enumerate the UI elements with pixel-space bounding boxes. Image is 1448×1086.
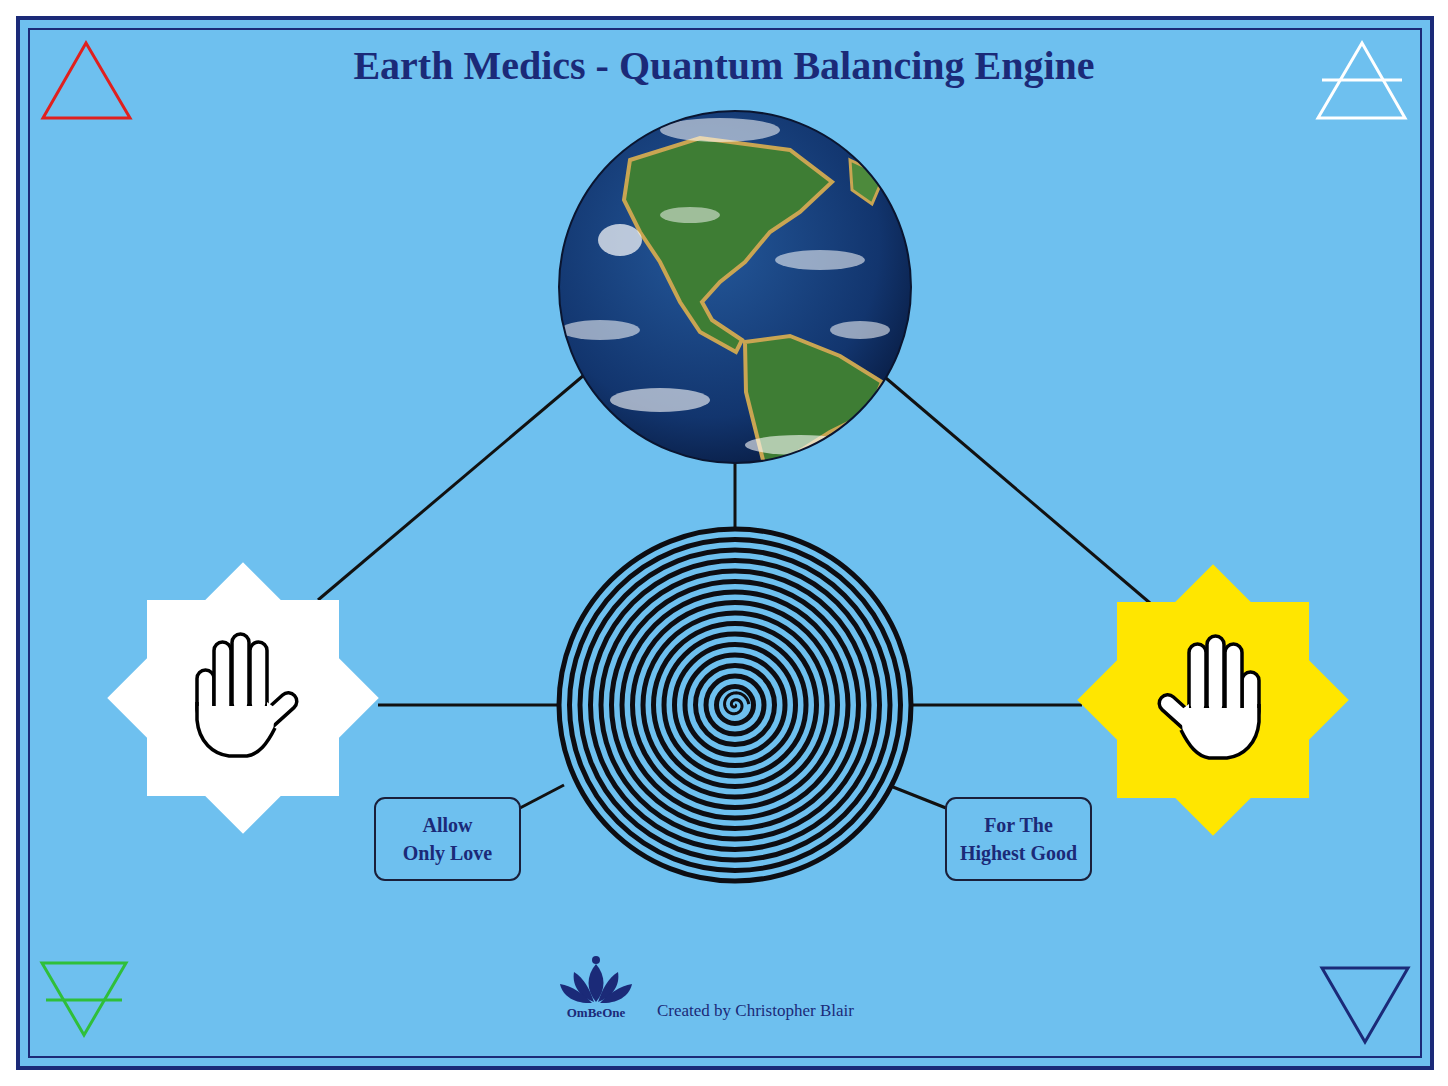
air-symbol xyxy=(1318,43,1405,118)
spiral-ring xyxy=(559,529,911,881)
credit-note: Created by Christopher Blair xyxy=(657,1001,854,1021)
cloud xyxy=(745,435,855,455)
diagram-title: Earth Medics - Quantum Balancing Engine xyxy=(0,42,1448,89)
lotus-petal xyxy=(600,984,632,1003)
south-america xyxy=(745,336,882,472)
spiral-ring xyxy=(654,624,817,787)
spiral-ring xyxy=(580,550,890,860)
spiral-ring xyxy=(643,613,827,797)
leader-line xyxy=(520,785,564,808)
spiral xyxy=(559,529,911,881)
hand-finger xyxy=(1207,636,1224,714)
hand-outline xyxy=(1181,704,1259,758)
hand-finger xyxy=(232,634,249,712)
box-text: Allow Only Love xyxy=(402,811,494,867)
spiral-ring xyxy=(570,540,901,871)
spiral-center xyxy=(725,693,749,714)
hand-palm xyxy=(197,700,275,756)
cloud xyxy=(660,118,780,142)
link-line xyxy=(880,373,1150,603)
spiral-ring xyxy=(612,582,859,829)
cloud xyxy=(598,224,642,256)
spiral-ring xyxy=(717,687,754,724)
cloud xyxy=(830,321,890,339)
hand-symbol xyxy=(1156,636,1259,758)
spiral-ring xyxy=(696,666,775,745)
hand-symbol xyxy=(197,634,300,756)
earth-globe xyxy=(559,111,911,472)
fire-symbol xyxy=(43,43,130,118)
spiral-ring xyxy=(664,634,806,776)
north-america xyxy=(624,138,832,352)
spiral-ring xyxy=(601,571,869,839)
logo-name: OmBeOne xyxy=(560,1005,632,1021)
spiral-ring xyxy=(591,561,880,850)
air-symbol-bar xyxy=(1322,79,1402,82)
spiral-ring xyxy=(685,655,785,755)
inner-frame xyxy=(29,29,1421,1057)
text-box: For The Highest Good xyxy=(945,797,1092,881)
link-line xyxy=(913,704,1082,707)
water-symbol xyxy=(1322,968,1408,1042)
earth-symbol-bar xyxy=(46,999,122,1002)
lotus-dot xyxy=(592,956,600,964)
lotus-logo xyxy=(560,956,632,1003)
spiral-ring xyxy=(675,645,796,766)
hand-finger xyxy=(250,642,267,712)
cloud xyxy=(660,207,720,223)
hand-finger xyxy=(1189,644,1206,714)
star-square xyxy=(1077,564,1349,836)
text-box: Allow Only Love xyxy=(374,797,521,881)
spiral-ring xyxy=(622,592,848,818)
link-line xyxy=(378,704,557,707)
hand-palm xyxy=(1181,702,1259,758)
link-line xyxy=(734,462,737,528)
lotus-petal xyxy=(560,984,592,1003)
spiral-ring xyxy=(633,603,838,808)
globe-rim xyxy=(559,111,911,463)
cloud xyxy=(610,388,710,412)
earth-symbol xyxy=(42,963,126,1035)
white-star xyxy=(107,562,379,834)
leader-line xyxy=(893,787,946,808)
cloud xyxy=(560,320,640,340)
hand-finger xyxy=(1225,644,1242,716)
yellow-star xyxy=(1077,564,1349,836)
spiral-ring xyxy=(706,676,764,734)
greenland xyxy=(850,160,884,204)
cloud xyxy=(775,250,865,270)
star-square xyxy=(107,562,379,834)
link-line xyxy=(318,370,590,600)
outer-frame xyxy=(18,18,1432,1068)
hand-outline xyxy=(197,702,275,756)
hand-finger xyxy=(214,642,231,714)
box-text: For The Highest Good xyxy=(953,811,1085,867)
